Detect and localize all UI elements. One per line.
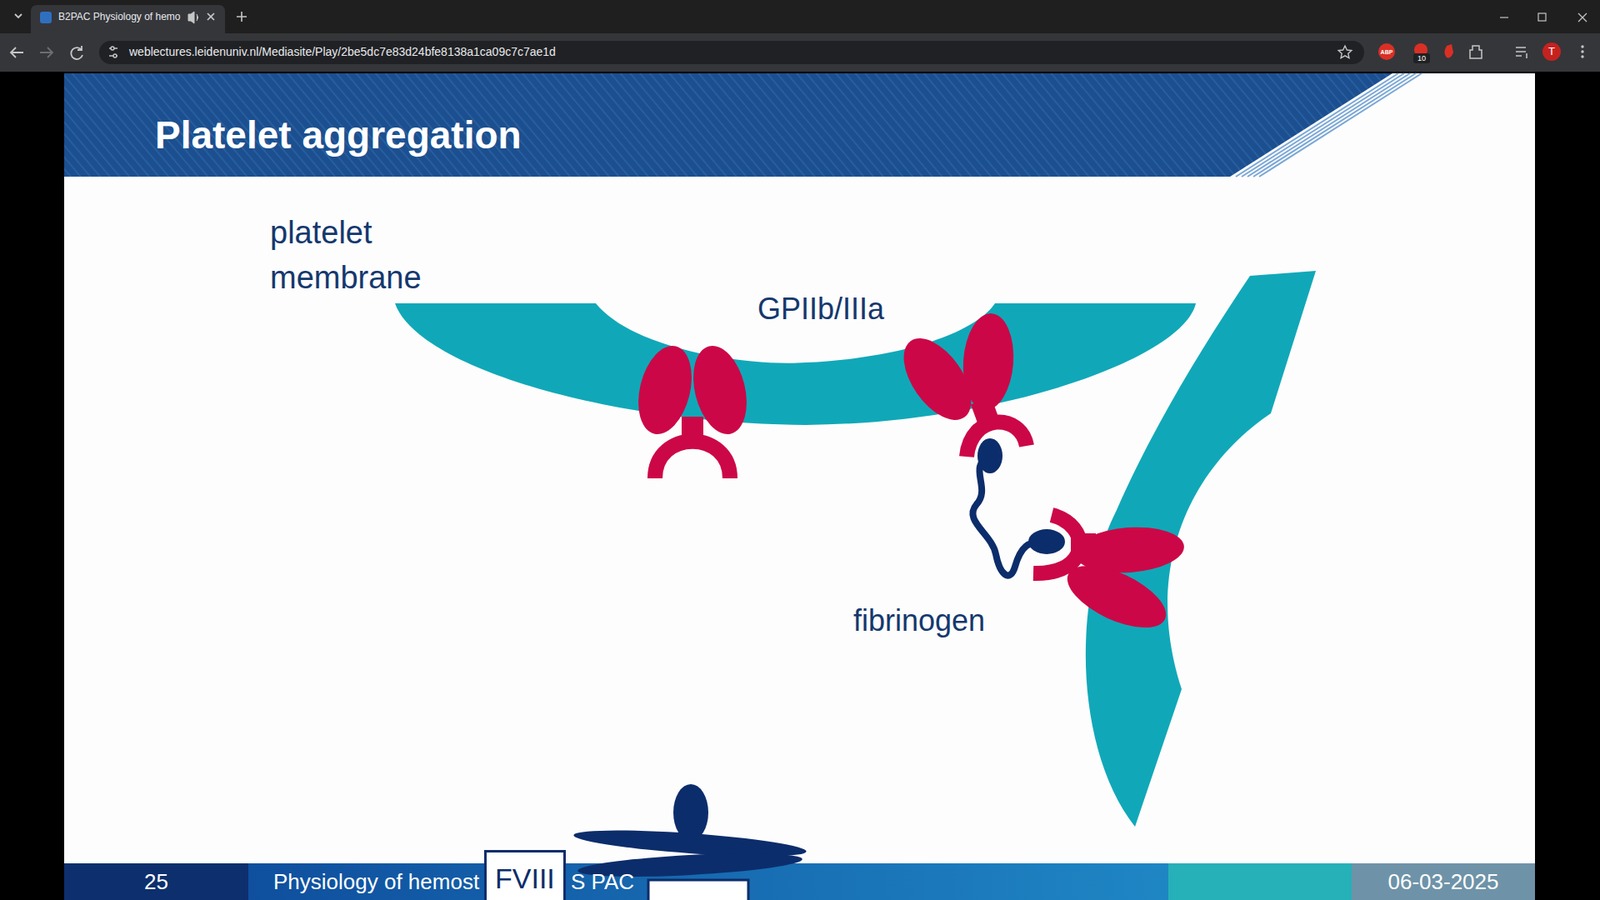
label-box: FVIII xyxy=(484,850,566,900)
tab-list-icon xyxy=(15,14,22,18)
minimize-icon xyxy=(1500,16,1509,18)
title-band-stripes xyxy=(1235,73,1422,177)
box-label: FVIII xyxy=(495,862,555,895)
badge xyxy=(1413,53,1430,64)
cut-off-box xyxy=(648,880,749,900)
tab-title: B2PAC Physiology of hemo xyxy=(58,10,181,24)
window-close-icon xyxy=(1578,13,1587,22)
browser-chrome xyxy=(0,0,1600,72)
favicon xyxy=(40,11,52,24)
back-icon xyxy=(10,47,24,58)
membrane-label: platelet membrane xyxy=(270,210,445,300)
gpiib-iiia-receptor xyxy=(1033,515,1186,640)
tab-close-icon xyxy=(207,13,215,20)
profile-initial: T xyxy=(1543,45,1560,59)
menu-icon xyxy=(1580,45,1584,48)
bookmark-star xyxy=(1338,45,1352,59)
title-band-fill xyxy=(64,73,1393,177)
gpiib-iiia-receptor xyxy=(630,340,755,479)
extension-icon xyxy=(1445,44,1455,58)
gpiib-iiia-receptor xyxy=(890,311,1027,457)
tab-strip xyxy=(0,0,1600,34)
vwf-figure xyxy=(573,784,808,881)
reload-icon xyxy=(70,45,83,60)
media-icon xyxy=(1515,47,1527,59)
extension-label: ABP xyxy=(1376,48,1397,56)
slide-ground xyxy=(64,73,1535,900)
speaker-icon xyxy=(188,11,199,24)
forward-icon xyxy=(40,47,53,58)
toolbar xyxy=(0,33,1600,72)
extensions-icon xyxy=(1470,45,1482,59)
receptor-label: GPIIb/IIIa xyxy=(757,291,885,327)
slide-date: 06-03-2025 xyxy=(1351,868,1535,895)
title-band xyxy=(64,73,1422,177)
restore-icon xyxy=(1538,13,1546,21)
fibrinogen-molecule xyxy=(972,438,1065,576)
profile-avatar xyxy=(1542,42,1561,61)
active-tab xyxy=(30,5,225,34)
badge-count: 10 xyxy=(1413,54,1430,63)
footer-title: S PAC xyxy=(570,868,635,895)
url-text: weblectures.leidenuniv.nl/Mediasite/Play… xyxy=(129,45,556,60)
slide-title: Platelet aggregation xyxy=(155,111,522,159)
slide-number: 25 xyxy=(64,868,249,895)
address-bar xyxy=(99,40,1365,65)
footer-title: Physiology of hemost xyxy=(273,868,480,895)
new-tab-icon xyxy=(236,11,247,22)
footer-bar xyxy=(64,863,1535,900)
fibrinogen-label: fibrinogen xyxy=(853,603,985,639)
